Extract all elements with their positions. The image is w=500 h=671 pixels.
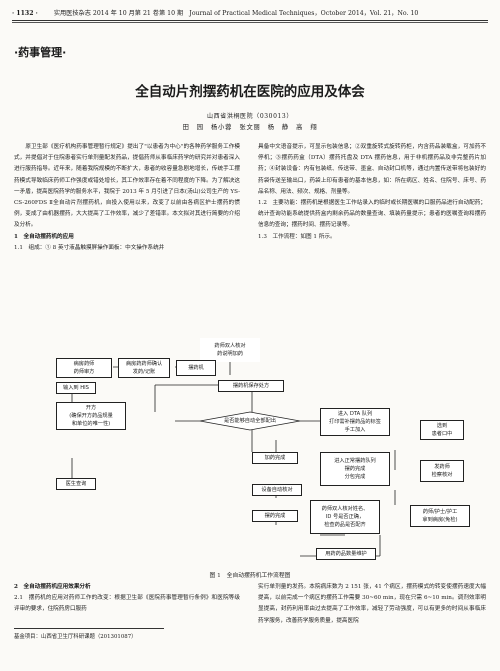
node-enter-queue: 进入正常摆药队列摆药完成分包完成: [320, 452, 390, 486]
institution: 山西省洪桐医院（030013）: [207, 113, 293, 120]
node-double-check: 药师双人核对姓名、ID 号是否正确，检查药品是否配齐: [310, 500, 380, 534]
paragraph-1-3: 1.3 工作流程：如图 1 所示。: [258, 233, 336, 240]
node-machine: 摆药机: [176, 360, 216, 376]
intro-paragraph: 原卫生部《医疗机构药事管理暂行规定》提出了"以患者为中心"的各种药学服务工作模式…: [14, 144, 240, 229]
header-rule: [12, 20, 488, 21]
node-select-patient: 选到患者口中: [420, 420, 464, 440]
node-ward-pharmacist: 病房药师药师审方: [56, 358, 112, 378]
node-decision: 是否能够自动全部配出: [224, 418, 276, 424]
paragraph-1-1-cont: 具备中文语音提示，可显示包装信息；②双重旋转式旋转药柜，内含药品装载盒，可加药不…: [258, 144, 486, 195]
paragraph-2-1-cont: 实行单剂量的发药。本院病床数为 2 151 张，41 个病区，摆药模式的转变使摆…: [258, 584, 486, 624]
node-enter-dta: 进入 DTA 队列打印需补摆药品的标签手工加入: [320, 408, 390, 436]
bottom-right-column: 实行单剂量的发药。本院病床数为 2 151 张，41 个病区，摆药模式的转变使摆…: [258, 582, 486, 627]
node-packaging: 用药药品数量维护: [316, 548, 376, 560]
paragraph-2-1: 2.1 摆药机的应用对药师工作的改变：根据卫生部《医院药事管理暂行条例》和医院等…: [14, 595, 240, 613]
node-save-rx: 摆药机保存处方: [218, 380, 284, 392]
paragraph-1-2: 1.2 主要功能：摆药机是根据医生工作站录入的临时或长期医嘱的口服药品进行自动配…: [258, 200, 486, 229]
node-deliver: 药师/护士/护工拿到病房(免检): [410, 505, 470, 527]
node-add-complete: 加药完成: [252, 452, 298, 464]
footnote: 基金项目：山西省卫生厅科研课题（201301087）: [14, 634, 137, 640]
article-title: 全自动片剂摆药机在医院的应用及体会: [135, 84, 365, 100]
node-prescribe: 开方(确保开方药品规量和单位的唯一性): [56, 402, 126, 430]
figure-caption: 图 1 全自动摆药机工作流程图: [209, 573, 291, 579]
left-column: 原卫生部《医疗机构药事管理暂行规定》提出了"以患者为中心"的各种药学服务工作模式…: [14, 142, 240, 254]
running-header: · 1132 · 实用医技杂志 2014 年 10 月第 21 卷第 10 期 …: [12, 8, 488, 17]
page-number: · 1132 ·: [12, 10, 38, 17]
node-device-check: 设备自动核对: [252, 484, 302, 496]
authors: 田 园 杨小蓉 张文丽 杨 静 高 翔: [182, 124, 318, 131]
node-pharmacist-review: 发药师检察核对: [420, 460, 464, 482]
section-label: ·药事管理·: [14, 46, 67, 59]
heading-2: 2 全自动摆药机应用效果分析: [14, 584, 91, 590]
node-dispense-done: 摆药完成: [252, 510, 298, 522]
bottom-left-column: 2 全自动摆药机应用效果分析 2.1 摆药机的应用对药师工作的改变：根据卫生部《…: [14, 582, 240, 616]
node-doctor-query: 医生查询: [56, 478, 96, 490]
footnote-rule: [14, 628, 164, 629]
node-pharmacist-check: 药师双人核对药说明加药: [200, 338, 260, 362]
heading-1: 1 全自动摆药机的应用: [14, 233, 74, 240]
header-rule-thin: [12, 22, 488, 23]
node-ward-nurse: 病房药药师确认发药/记账: [118, 358, 170, 378]
paragraph-1-1: 1.1 组成：① 8 英寸液晶触摸屏操作面板：中文操作系统并: [14, 244, 165, 251]
right-column: 具备中文语音提示，可显示包装信息；②双重旋转式旋转药柜，内含药品装载盒，可加药不…: [258, 142, 486, 243]
journal-line: 实用医技杂志 2014 年 10 月第 21 卷第 10 期 Journal o…: [53, 10, 419, 17]
node-input-his: 输入到 HIS: [56, 382, 96, 394]
